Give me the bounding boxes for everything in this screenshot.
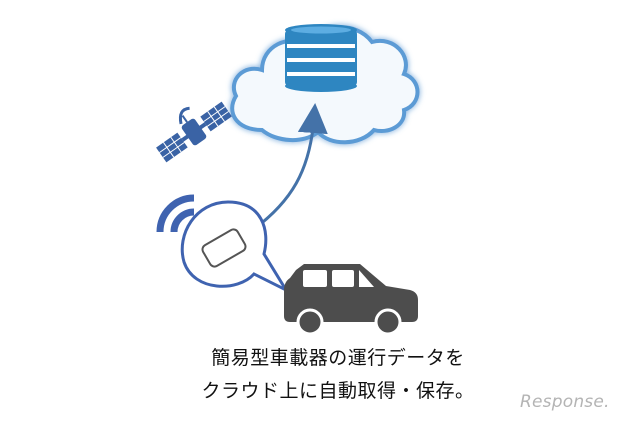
database-icon	[285, 24, 357, 92]
satellite-icon	[156, 101, 232, 163]
device-icon	[180, 200, 291, 294]
caption-line-2: クラウド上に自動取得・保存。	[201, 380, 475, 402]
caption-line-1: 簡易型車載器の運行データを	[211, 347, 465, 369]
car-icon	[284, 264, 418, 336]
watermark: Response.	[520, 392, 610, 412]
wifi-icon	[156, 194, 195, 233]
